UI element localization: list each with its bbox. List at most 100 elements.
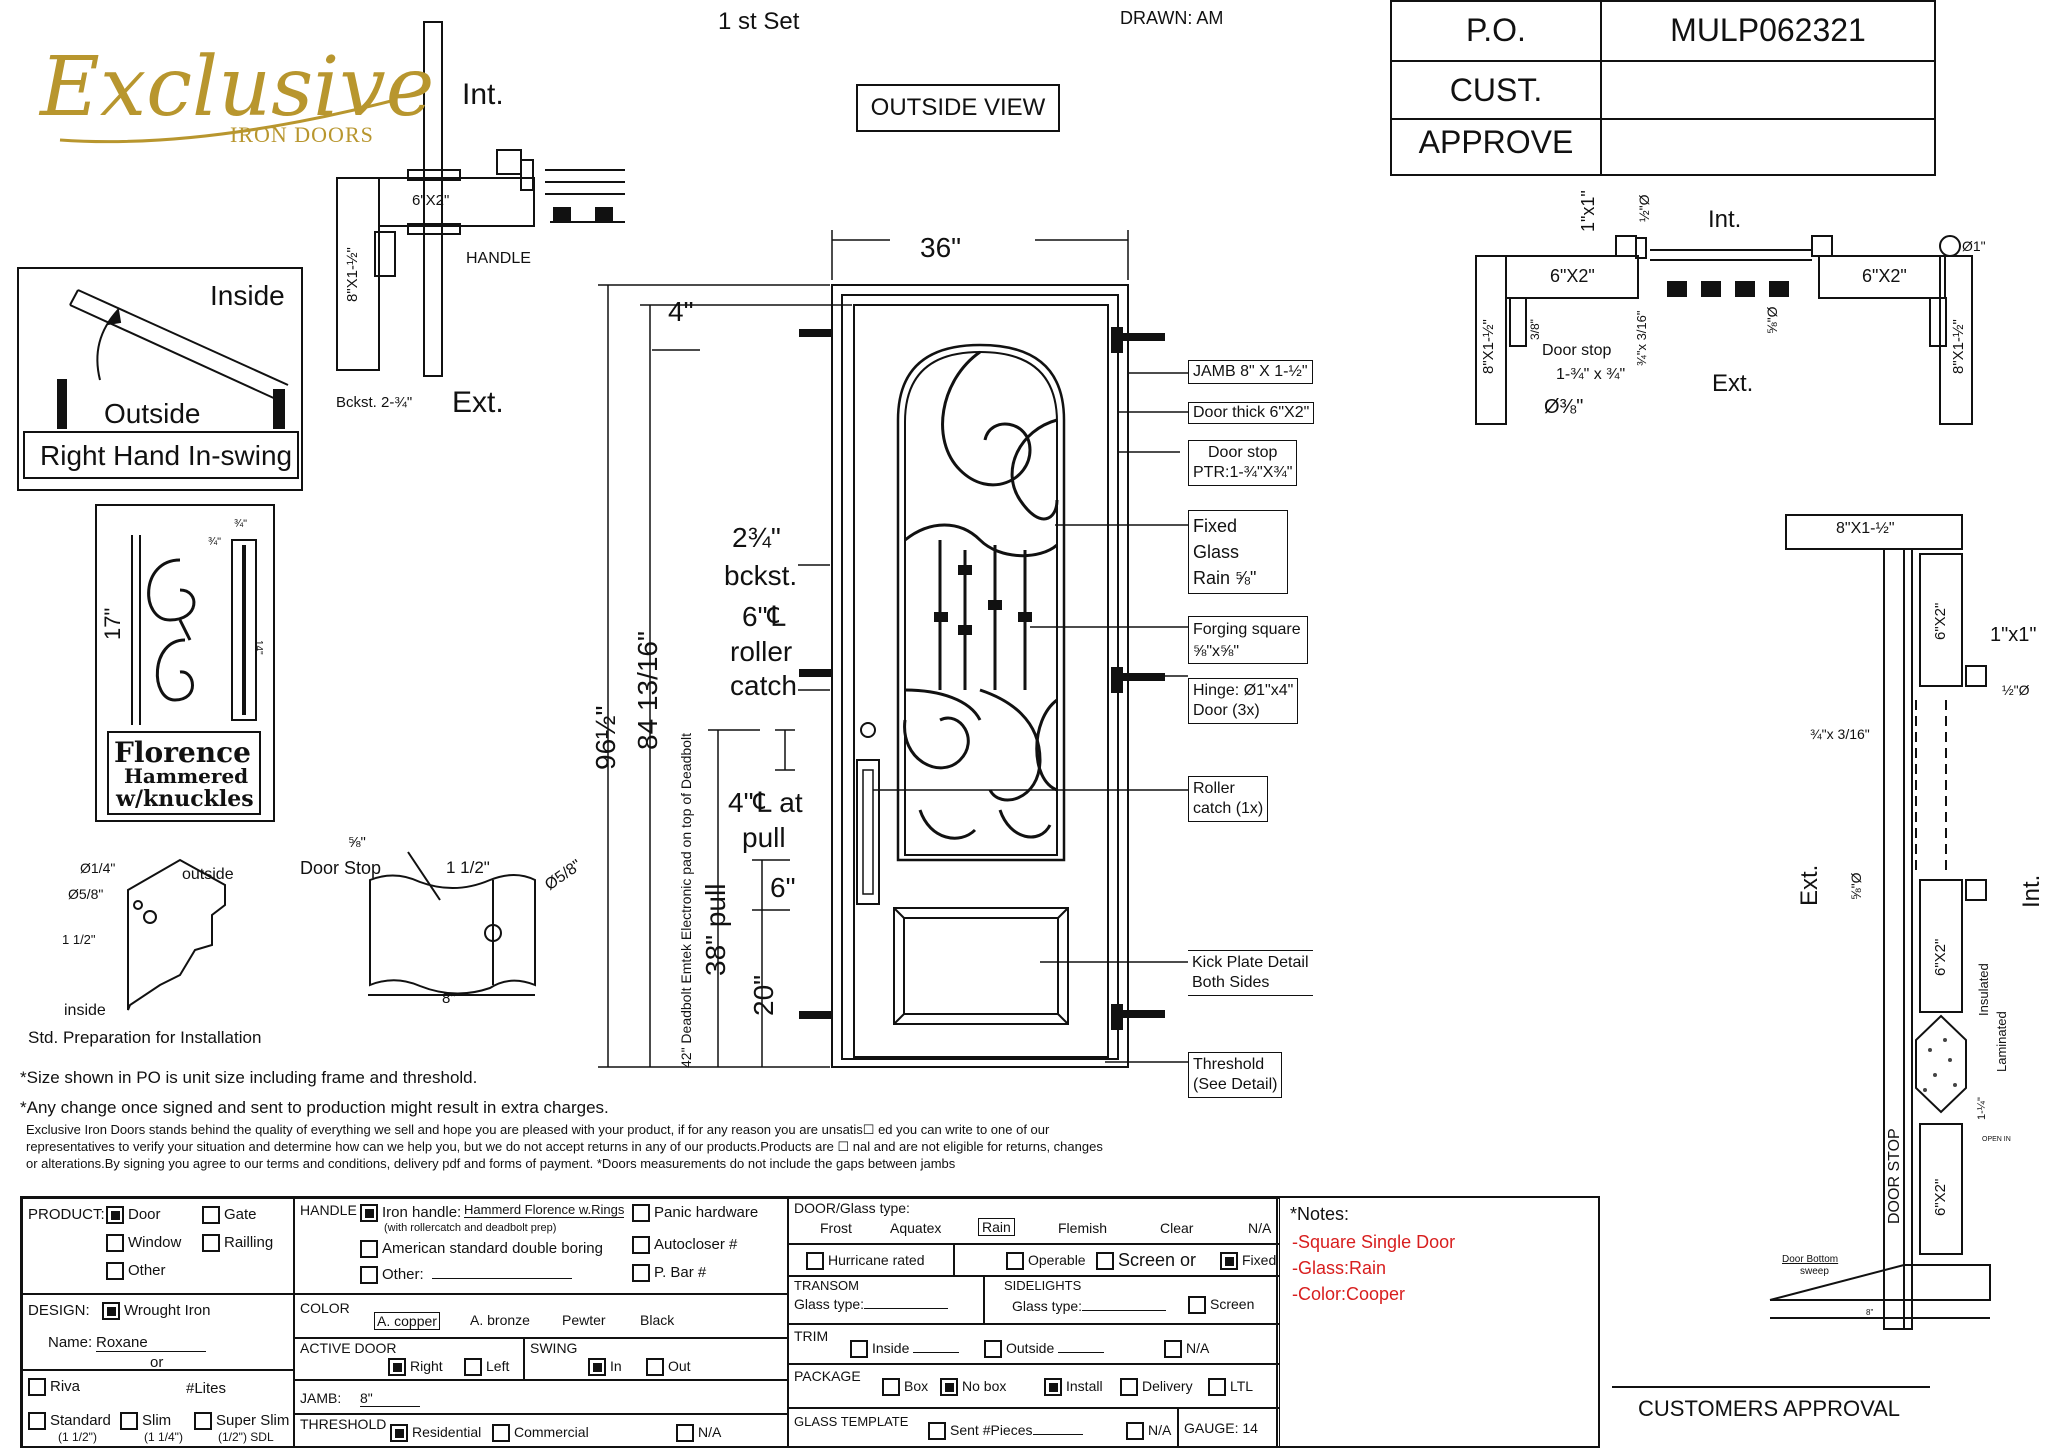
railing-checkbox[interactable] — [202, 1234, 220, 1253]
commercial-checkbox[interactable] — [492, 1424, 510, 1443]
trim-na[interactable]: N/A — [1164, 1340, 1209, 1359]
trim-inside[interactable]: Inside — [850, 1340, 960, 1359]
glass-flemish[interactable]: Flemish — [1058, 1220, 1108, 1236]
other-label: Other — [128, 1262, 166, 1279]
door-label: Door — [128, 1206, 161, 1223]
glass-superslim[interactable]: Super Slim — [194, 1412, 289, 1431]
hurricane-checkbox[interactable] — [806, 1252, 824, 1271]
design-riva[interactable]: Riva — [28, 1378, 80, 1397]
residential-checkbox[interactable] — [390, 1424, 408, 1443]
handle-iron[interactable]: Iron handle: — [360, 1204, 461, 1223]
glass-clear[interactable]: Clear — [1160, 1220, 1194, 1236]
box-checkbox[interactable] — [882, 1378, 900, 1397]
product-window[interactable]: Window — [106, 1234, 181, 1253]
sent-checkbox[interactable] — [928, 1422, 946, 1441]
slim-checkbox[interactable] — [120, 1412, 138, 1431]
jamb-value[interactable]: 8" — [360, 1390, 420, 1407]
screen-or[interactable]: Screen or — [1096, 1250, 1196, 1271]
color-pewter[interactable]: Pewter — [562, 1312, 606, 1328]
sec-stop: DOOR STOP — [1886, 1128, 1903, 1224]
active-right[interactable]: Right — [388, 1358, 443, 1377]
operable[interactable]: Operable — [1006, 1252, 1086, 1271]
hurricane-rated[interactable]: Hurricane rated — [806, 1252, 925, 1271]
nobox-checkbox[interactable] — [940, 1378, 958, 1397]
screen-checkbox[interactable] — [1188, 1296, 1206, 1315]
color-black[interactable]: Black — [640, 1312, 675, 1328]
package-box[interactable]: Box — [882, 1378, 928, 1397]
install-checkbox[interactable] — [1044, 1378, 1062, 1397]
handle-other-checkbox[interactable] — [360, 1266, 378, 1285]
sidelights-screen[interactable]: Screen — [1188, 1296, 1254, 1315]
standard-checkbox[interactable] — [28, 1412, 46, 1431]
threshold-commercial[interactable]: Commercial — [492, 1424, 589, 1443]
left-label: Left — [486, 1358, 510, 1374]
glass-slim[interactable]: Slim — [120, 1412, 171, 1431]
swing-in[interactable]: In — [588, 1358, 622, 1377]
approve-label: APPROVE — [1418, 124, 1574, 160]
color-copper[interactable]: A. copper — [374, 1312, 440, 1330]
handle-other[interactable]: Other: — [360, 1266, 572, 1285]
threshold-residential[interactable]: Residential — [390, 1424, 481, 1443]
glass-rain[interactable]: Rain — [978, 1218, 1015, 1236]
screen-or-checkbox[interactable] — [1096, 1252, 1114, 1271]
delivery-checkbox[interactable] — [1120, 1378, 1138, 1397]
threshold-na-checkbox[interactable] — [676, 1424, 694, 1443]
handle-american[interactable]: American standard double boring — [360, 1240, 603, 1259]
swing-out[interactable]: Out — [646, 1358, 691, 1377]
color-bronze[interactable]: A. bronze — [470, 1312, 530, 1328]
design-name-value[interactable]: Roxane — [96, 1334, 206, 1352]
sidelights-glass[interactable]: Glass type: — [1012, 1298, 1167, 1314]
trim-inside-checkbox[interactable] — [850, 1340, 868, 1359]
american-checkbox[interactable] — [360, 1240, 378, 1259]
template-sent[interactable]: Sent #Pieces — [928, 1422, 1083, 1441]
package-nobox[interactable]: No box — [940, 1378, 1006, 1397]
handle-panic[interactable]: Panic hardware — [632, 1204, 758, 1223]
left-checkbox[interactable] — [464, 1358, 482, 1377]
other-checkbox[interactable] — [106, 1262, 124, 1281]
handle-autocloser[interactable]: Autocloser # — [632, 1236, 737, 1255]
design-wrought[interactable]: Wrought Iron — [102, 1302, 210, 1321]
pbar-checkbox[interactable] — [632, 1264, 650, 1283]
trim-na-checkbox[interactable] — [1164, 1340, 1182, 1359]
threshold-na[interactable]: N/A — [676, 1424, 721, 1443]
in-checkbox[interactable] — [588, 1358, 606, 1377]
glass-aquatex[interactable]: Aquatex — [890, 1220, 942, 1236]
product-other[interactable]: Other — [106, 1262, 166, 1281]
operable-checkbox[interactable] — [1006, 1252, 1024, 1271]
trim-outside-checkbox[interactable] — [984, 1340, 1002, 1359]
sec-d1: 1"x1" — [1990, 624, 2037, 646]
iron-handle-checkbox[interactable] — [360, 1204, 378, 1223]
product-gate[interactable]: Gate — [202, 1206, 257, 1225]
transom-glass[interactable]: Glass type: — [794, 1296, 949, 1312]
superslim-checkbox[interactable] — [194, 1412, 212, 1431]
prep-inside: inside — [64, 1002, 106, 1019]
glass-standard[interactable]: Standard — [28, 1412, 111, 1431]
riva-checkbox[interactable] — [28, 1378, 46, 1397]
fixed[interactable]: Fixed — [1220, 1252, 1276, 1271]
product-railing[interactable]: Railling — [202, 1234, 273, 1253]
out-checkbox[interactable] — [646, 1358, 664, 1377]
panic-checkbox[interactable] — [632, 1204, 650, 1223]
autocloser-checkbox[interactable] — [632, 1236, 650, 1255]
fixed-checkbox[interactable] — [1220, 1252, 1238, 1271]
active-left[interactable]: Left — [464, 1358, 510, 1377]
trim-outside[interactable]: Outside — [984, 1340, 1105, 1359]
template-na-checkbox[interactable] — [1126, 1422, 1144, 1441]
handle-pbar[interactable]: P. Bar # — [632, 1264, 706, 1283]
gate-checkbox[interactable] — [202, 1206, 220, 1225]
package-ltl[interactable]: LTL — [1208, 1378, 1253, 1397]
glass-frost[interactable]: Frost — [820, 1220, 852, 1236]
right-checkbox[interactable] — [388, 1358, 406, 1377]
template-label: GLASS TEMPLATE — [794, 1414, 909, 1429]
handle-label: HANDLE — [466, 250, 531, 267]
wrought-checkbox[interactable] — [102, 1302, 120, 1321]
window-checkbox[interactable] — [106, 1234, 124, 1253]
handle-value[interactable]: Hammerd Florence w.Rings — [464, 1202, 625, 1218]
template-na[interactable]: N/A — [1126, 1422, 1171, 1441]
glass-na[interactable]: N/A — [1248, 1220, 1272, 1236]
door-checkbox[interactable] — [106, 1206, 124, 1225]
ltl-checkbox[interactable] — [1208, 1378, 1226, 1397]
package-install[interactable]: Install — [1044, 1378, 1103, 1397]
package-delivery[interactable]: Delivery — [1120, 1378, 1193, 1397]
product-door[interactable]: Door — [106, 1206, 161, 1225]
